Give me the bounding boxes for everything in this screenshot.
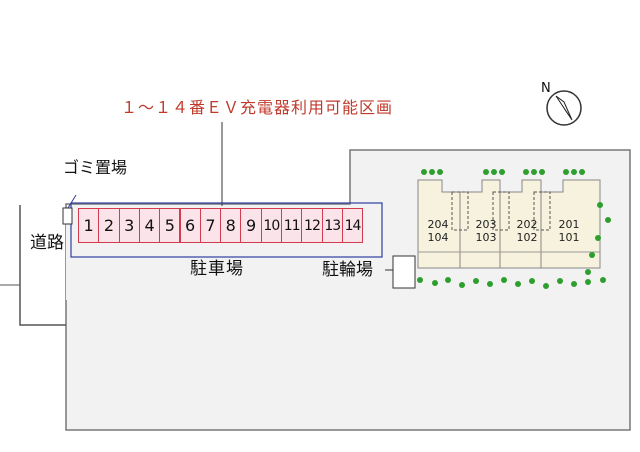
tree-icon: [543, 283, 549, 289]
unit-upper: 203: [475, 218, 497, 231]
road-label: 道路: [30, 233, 64, 253]
parking-space: 10: [260, 208, 282, 243]
tree-icon: [432, 280, 438, 286]
unit-lower: 104: [427, 231, 449, 244]
apartment-building: [417, 179, 601, 269]
road-edge: [19, 205, 66, 326]
tree-icon: [595, 235, 601, 241]
tree-icon: [515, 281, 521, 287]
parking-space: 4: [138, 208, 161, 243]
tree-icon: [473, 278, 479, 284]
parking-space: 7: [199, 208, 222, 243]
parking-space: 11: [281, 208, 303, 243]
parking-space: 6: [179, 208, 201, 243]
ev-zone-frame: [70, 202, 383, 258]
garbage-pointer: [67, 194, 77, 209]
tree-icon: [600, 277, 606, 283]
tree-icon: [483, 169, 489, 175]
tree-icon: [501, 277, 507, 283]
tree-icon: [523, 169, 529, 175]
tree-icon: [491, 169, 497, 175]
tree-icon: [437, 169, 443, 175]
parking-space: 12: [301, 208, 323, 243]
parking-space: 3: [118, 208, 140, 243]
bicycle-parking-label: 駐輪場: [322, 260, 373, 280]
unit-lower: 103: [475, 231, 497, 244]
unit-lower: 102: [516, 231, 538, 244]
tree-icon: [579, 169, 585, 175]
site-area-west: [66, 215, 70, 300]
parking-space: 2: [98, 208, 120, 243]
parking-space: 1: [78, 208, 100, 243]
tree-icon: [605, 217, 611, 223]
unit-label: 204 104: [420, 218, 456, 244]
tree-icon: [539, 169, 545, 175]
tree-icon: [459, 282, 465, 288]
tree-icon: [421, 169, 427, 175]
tree-icon: [589, 252, 595, 258]
unit-label: 203 103: [468, 218, 504, 244]
tree-icon: [571, 281, 577, 287]
tree-icon: [585, 279, 591, 285]
tree-icon: [429, 169, 435, 175]
tree-icon: [445, 277, 451, 283]
parking-space: 8: [220, 208, 242, 243]
parking-space: 14: [341, 208, 364, 243]
tree-icon: [487, 281, 493, 287]
unit-lower: 101: [558, 231, 580, 244]
unit-upper: 204: [427, 218, 449, 231]
parking-space: 5: [159, 208, 181, 243]
tree-icon: [529, 278, 535, 284]
tree-icon: [531, 169, 537, 175]
unit-upper: 201: [558, 218, 580, 231]
garbage-box: [62, 207, 73, 225]
unit-upper: 202: [516, 218, 538, 231]
tree-icon: [499, 169, 505, 175]
parking-space: 9: [240, 208, 262, 243]
tree-icon: [563, 169, 569, 175]
tree-icon: [597, 202, 603, 208]
parking-label: 駐車場: [190, 259, 244, 279]
tree-icon: [557, 278, 563, 284]
trees: [417, 169, 611, 289]
unit-label: 202 102: [509, 218, 545, 244]
bicycle-box: [392, 255, 416, 289]
unit-label: 201 101: [551, 218, 587, 244]
garbage-area-label: ゴミ置場: [63, 158, 128, 177]
ev-charging-label: １～１４番ＥＶ充電器利用可能区画: [121, 98, 394, 117]
tree-icon: [571, 169, 577, 175]
compass-icon: N: [541, 81, 582, 126]
parking-space: 13: [321, 208, 343, 243]
tree-icon: [417, 277, 423, 283]
compass-label: N: [541, 81, 551, 96]
tree-icon: [585, 269, 591, 275]
